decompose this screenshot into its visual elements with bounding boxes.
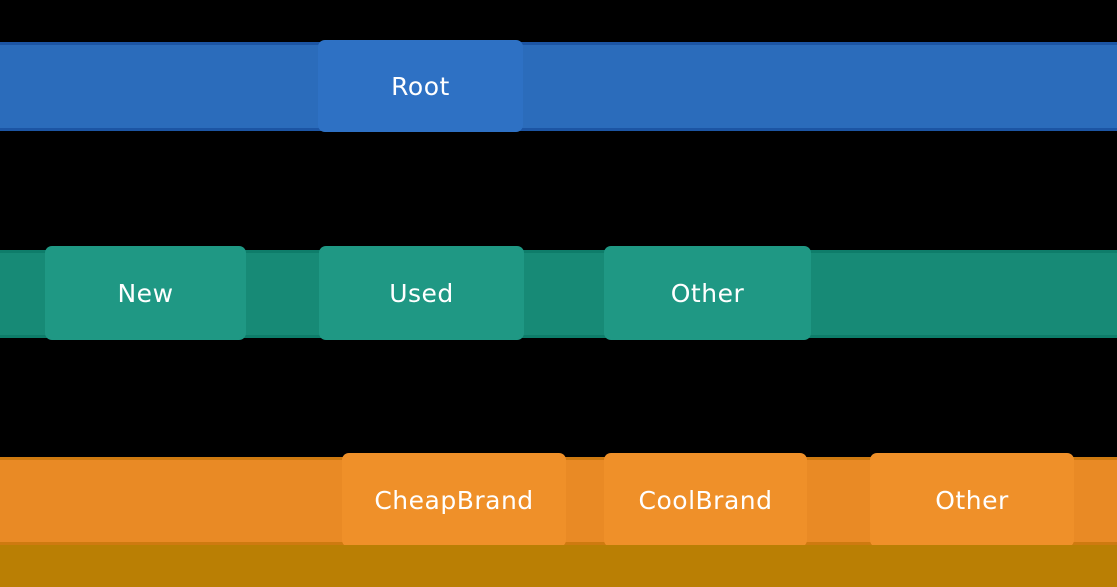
node-cheapbrand-level-2[interactable]: CheapBrand (342, 453, 566, 547)
node-label: CheapBrand (374, 485, 534, 515)
node-label: Other (935, 485, 1009, 515)
node-used-level-1[interactable]: Used (319, 246, 524, 340)
node-coolbrand-level-2[interactable]: CoolBrand (604, 453, 807, 547)
node-label: CoolBrand (638, 485, 773, 515)
node-label: Root (391, 71, 450, 101)
clipped-next-level-strip (0, 545, 1117, 587)
level-0-bar (0, 42, 1117, 131)
node-other-level-1[interactable]: Other (604, 246, 811, 340)
node-label: Used (389, 278, 454, 308)
node-other-level-2[interactable]: Other (870, 453, 1074, 547)
node-label: Other (670, 278, 745, 308)
node-label: New (117, 278, 174, 308)
node-new-level-1[interactable]: New (45, 246, 246, 340)
node-root-level-0[interactable]: Root (318, 40, 523, 132)
